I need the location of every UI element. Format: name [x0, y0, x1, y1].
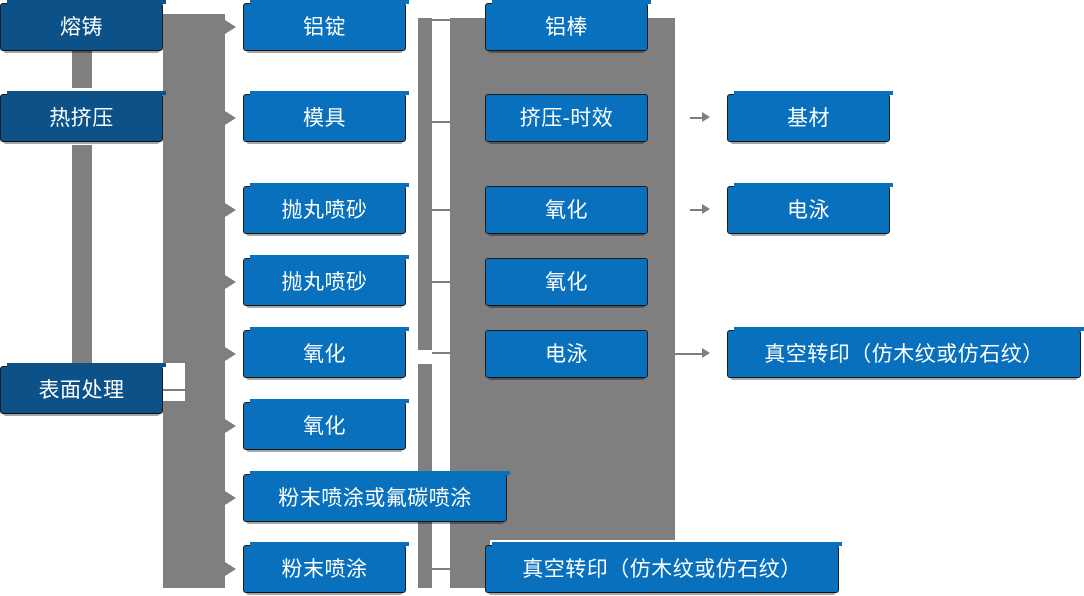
node-mould[interactable]: 模具 [243, 91, 409, 144]
arrow-to-base-material [702, 112, 710, 122]
node-surface-treatment[interactable]: 表面处理 [0, 363, 166, 416]
rail-tie-6 [432, 568, 452, 570]
node-label: 热挤压 [49, 106, 114, 130]
node-oxidation-4[interactable]: 氧化 [485, 258, 648, 308]
connector-process-rail-upper [418, 18, 432, 350]
arrow-melt-to-extrusion [75, 77, 89, 86]
arrow-extrusion-to-surface [75, 330, 89, 339]
connector-extrusion-to-surface [72, 145, 92, 365]
arrow-to-powder-spray [225, 562, 236, 576]
connector-notch [163, 363, 185, 401]
arrow-to-oxidation-1 [225, 347, 236, 361]
node-hot-extrusion[interactable]: 热挤压 [0, 91, 166, 144]
node-oxidation-2[interactable]: 氧化 [243, 399, 409, 452]
node-label: 真空转印（仿木纹或仿石纹） [522, 557, 802, 581]
node-vacuum-transfer-printing-bottom[interactable]: 真空转印（仿木纹或仿石纹） [485, 542, 842, 595]
node-label: 氧化 [303, 342, 346, 366]
rail-tie-2 [432, 121, 452, 123]
node-base-material[interactable]: 基材 [727, 91, 893, 144]
node-label: 模具 [303, 106, 346, 130]
node-oxidation-1[interactable]: 氧化 [243, 327, 409, 380]
rail-tie-3 [432, 209, 452, 211]
node-label: 铝锭 [303, 15, 346, 39]
stub-to-base-material [690, 117, 704, 119]
node-label: 抛丸喷砂 [281, 198, 368, 222]
arrow-to-powder-or-fluorocarbon-spray [225, 491, 236, 505]
stub-to-vacuum-transfer-printing [675, 353, 704, 355]
arrow-to-aluminum-ingot [225, 20, 236, 34]
node-label: 氧化 [303, 414, 346, 438]
rail-tie-4 [432, 281, 452, 283]
node-label: 挤压-时效 [519, 106, 614, 130]
node-electrophoresis-2[interactable]: 电泳 [727, 183, 893, 236]
connector-result-field-lower [450, 540, 490, 588]
node-label: 粉末喷涂或氟碳喷涂 [278, 486, 472, 510]
node-melt-cast[interactable]: 熔铸 [0, 0, 166, 53]
arrow-to-electrophoresis-2 [702, 204, 710, 214]
connector-stage-to-process-body [163, 14, 225, 588]
node-label: 电泳 [545, 342, 588, 366]
node-label: 粉末喷涂 [281, 557, 368, 581]
node-shot-blasting-1[interactable]: 抛丸喷砂 [243, 183, 409, 236]
node-oxidation-3[interactable]: 氧化 [485, 186, 648, 236]
arrow-to-shot-blasting-2 [225, 275, 236, 289]
node-label: 电泳 [787, 198, 830, 222]
node-label: 氧化 [545, 198, 588, 222]
node-shot-blasting-2[interactable]: 抛丸喷砂 [243, 255, 409, 308]
node-vacuum-transfer-printing[interactable]: 真空转印（仿木纹或仿石纹） [727, 327, 1084, 380]
node-label: 铝棒 [545, 15, 588, 39]
node-powder-spray[interactable]: 粉末喷涂 [243, 542, 409, 595]
rail-tie-1 [432, 19, 452, 21]
node-label: 基材 [787, 106, 830, 130]
node-powder-or-fluorocarbon-spray[interactable]: 粉末喷涂或氟碳喷涂 [243, 471, 510, 524]
node-label: 熔铸 [60, 15, 103, 39]
arrow-to-mould [225, 111, 236, 125]
node-label: 氧化 [545, 270, 588, 294]
connector-surface-stub [163, 389, 187, 391]
arrow-to-vacuum-transfer-printing [702, 348, 710, 358]
arrow-to-oxidation-2 [225, 419, 236, 433]
node-aluminum-ingot[interactable]: 铝锭 [243, 0, 409, 53]
stub-to-electrophoresis-2 [690, 209, 704, 211]
node-label: 抛丸喷砂 [281, 270, 368, 294]
rail-tie-5 [432, 352, 452, 354]
node-electrophoresis-1[interactable]: 电泳 [485, 330, 648, 380]
node-label: 表面处理 [38, 378, 125, 402]
node-aluminum-bar[interactable]: 铝棒 [485, 0, 651, 53]
arrow-to-shot-blasting-1 [225, 203, 236, 217]
node-label: 真空转印（仿木纹或仿石纹） [764, 342, 1044, 366]
node-extrusion-aging[interactable]: 挤压-时效 [485, 94, 648, 144]
